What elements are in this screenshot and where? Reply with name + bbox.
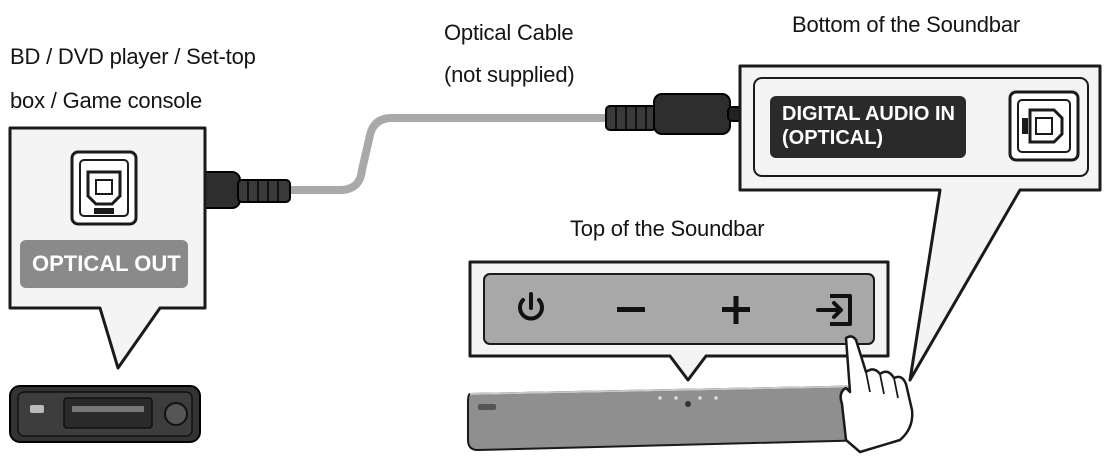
- source-device-label-line2: box / Game console: [10, 88, 203, 113]
- bottom-soundbar-title: Bottom of the Soundbar: [792, 12, 1020, 37]
- optical-port-icon: [70, 150, 138, 226]
- volume-down-icon: [617, 307, 645, 312]
- cable-label-line1: Optical Cable: [444, 20, 574, 45]
- bottom-soundbar-callout: [738, 64, 1102, 382]
- source-device-callout: [8, 126, 207, 370]
- optical-out-label: OPTICAL OUT: [32, 251, 181, 276]
- optical-port-icon: [1008, 90, 1080, 162]
- digital-audio-in-label-line2: (OPTICAL): [782, 127, 884, 149]
- input-source-icon: [816, 294, 852, 326]
- cable-label-line2: (not supplied): [444, 62, 575, 87]
- hand-pointer-icon: [839, 335, 914, 454]
- cable-line: [286, 114, 614, 194]
- soundbar: [467, 384, 885, 452]
- source-device-label-line1: BD / DVD player / Set-top: [10, 44, 256, 69]
- player-device: [9, 385, 201, 443]
- optical-cable: [147, 93, 751, 209]
- digital-audio-in-label-line1: DIGITAL AUDIO IN: [782, 103, 955, 125]
- volume-up-icon: [722, 296, 750, 324]
- digital-audio-in-tag: [770, 96, 966, 158]
- optical-out-tag: [20, 240, 188, 288]
- top-soundbar-title: Top of the Soundbar: [570, 216, 765, 241]
- power-icon: [518, 292, 544, 321]
- top-soundbar-callout: [468, 260, 890, 382]
- right-cable-connector: [605, 93, 751, 135]
